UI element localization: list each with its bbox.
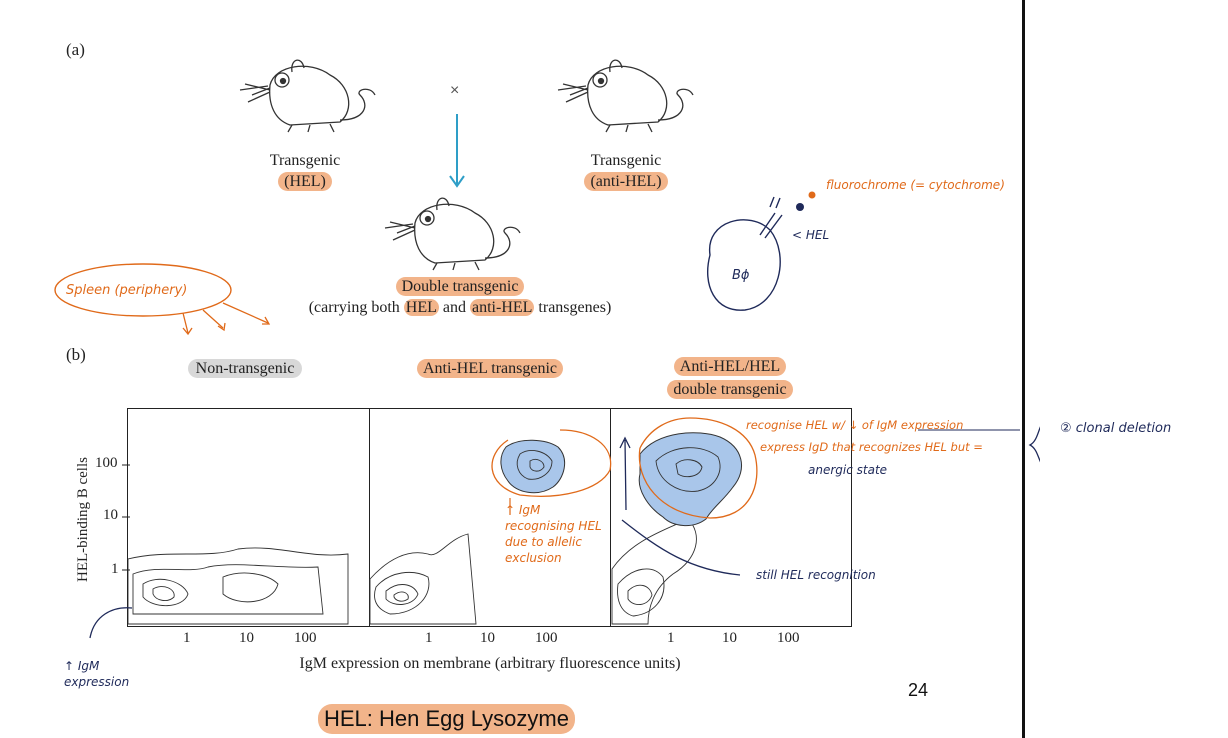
igm-expression-arrow-ink	[89, 607, 133, 639]
x-axis-label: IgM expression on membrane (arbitrary fl…	[299, 655, 681, 672]
offspring-caption: Double transgenic (carrying both HEL and…	[260, 276, 660, 318]
recognise-hel-line1: recognise HEL w/ ↓ of IgM expression	[746, 418, 964, 432]
panel-divider-2	[610, 408, 611, 626]
down-arrow-icon	[449, 114, 465, 188]
y-tick-1: 1	[111, 561, 119, 577]
x-tick-10-panel1: 10	[239, 630, 254, 646]
offspring-line2-mid: and	[438, 299, 470, 316]
mouse-double-transgenic-illustration	[384, 197, 521, 271]
x-tick-100-panel2: 100	[535, 630, 558, 646]
contour-plots	[128, 432, 742, 625]
mouse-left-caption: Transgenic (HEL)	[240, 150, 370, 192]
plot-annotation-ink	[491, 417, 1040, 576]
igm-recognising-annotation: ↑ IgM recognising HEL due to allelic exc…	[505, 502, 602, 566]
spleen-annotation: Spleen (periphery)	[66, 283, 188, 298]
y-axis-label: HEL-binding B cells	[75, 457, 91, 582]
igm-expression-line2: expression	[64, 675, 130, 689]
panel-title-double-line2: double transgenic	[667, 380, 793, 399]
panel-divider-1	[369, 408, 370, 626]
part-a-label: (a)	[66, 40, 85, 59]
panel-title-double-line1: Anti-HEL/HEL	[673, 357, 787, 376]
page-number: 24	[908, 680, 929, 700]
panel-title-non-transgenic: Non-transgenic	[160, 358, 330, 379]
part-b-label: (b)	[66, 345, 86, 364]
mouse-right-line1: Transgenic	[590, 152, 662, 169]
y-tick-10: 10	[103, 507, 118, 523]
mouse-left-line2: (HEL)	[278, 172, 332, 191]
igm-expression-line1: ↑ IgM	[64, 659, 100, 673]
offspring-line1: Double transgenic	[395, 277, 525, 296]
page-divider	[1022, 0, 1025, 738]
mouse-left-line1: Transgenic	[269, 152, 341, 169]
offspring-line2: (carrying both HEL and anti-HEL transgen…	[260, 297, 660, 318]
mouse-hel-illustration	[239, 59, 376, 133]
mouse-right-line2: (anti-HEL)	[584, 172, 668, 191]
cross-symbol: ×	[450, 82, 460, 99]
panel-title-anti-hel: Anti-HEL transgenic	[395, 358, 585, 379]
x-tick-10-panel2: 10	[480, 630, 495, 646]
spleen-annotation-ink	[54, 263, 271, 336]
x-tick-1-panel2: 1	[425, 630, 433, 646]
igm-recognising-line3: due to allelic	[505, 535, 582, 549]
recognise-hel-line2: express IgD that recognizes HEL but =	[760, 440, 983, 454]
x-tick-1-panel3: 1	[667, 630, 675, 646]
igm-expression-annotation: ↑ IgM expression	[64, 658, 129, 690]
igm-recognising-line1: ↑ IgM	[505, 503, 541, 517]
panel-title-anti-hel-text: Anti-HEL transgenic	[416, 359, 564, 378]
mouse-right-caption: Transgenic (anti-HEL)	[556, 150, 696, 192]
clonal-deletion-annotation: ② clonal deletion	[1060, 421, 1172, 436]
hel-arrow-annotation: < HEL	[792, 228, 830, 242]
igm-recognising-line4: exclusion	[505, 551, 562, 565]
x-tick-1-panel1: 1	[183, 630, 191, 646]
x-tick-100-panel3: 100	[777, 630, 800, 646]
footer-note: HEL: Hen Egg Lysozyme	[318, 704, 575, 734]
anergic-annotation: anergic state	[808, 463, 888, 477]
cell-label-annotation: Bϕ	[732, 268, 750, 283]
y-tick-marks	[122, 464, 130, 571]
igm-recognising-line2: recognising HEL	[505, 519, 602, 533]
x-tick-100-panel1: 100	[294, 630, 317, 646]
b-cell-sketch	[706, 191, 816, 311]
still-hel-annotation: still HEL recognition	[756, 568, 876, 582]
offspring-line2-anti: anti-HEL	[470, 299, 535, 316]
offspring-line2-post: transgenes)	[534, 299, 612, 316]
offspring-line2-pre: (carrying both	[308, 299, 404, 316]
x-tick-10-panel3: 10	[722, 630, 737, 646]
panel-title-non-transgenic-text: Non-transgenic	[187, 359, 303, 378]
fluorochrome-annotation: fluorochrome (= cytochrome)	[826, 178, 1005, 192]
y-tick-100: 100	[95, 455, 118, 471]
panel-title-double: Anti-HEL/HEL double transgenic	[640, 356, 820, 400]
recognise-hel-annotation: recognise HEL w/ ↓ of IgM expression exp…	[746, 414, 983, 458]
offspring-line2-hel: HEL	[403, 299, 439, 316]
mouse-anti-hel-illustration	[557, 59, 694, 133]
